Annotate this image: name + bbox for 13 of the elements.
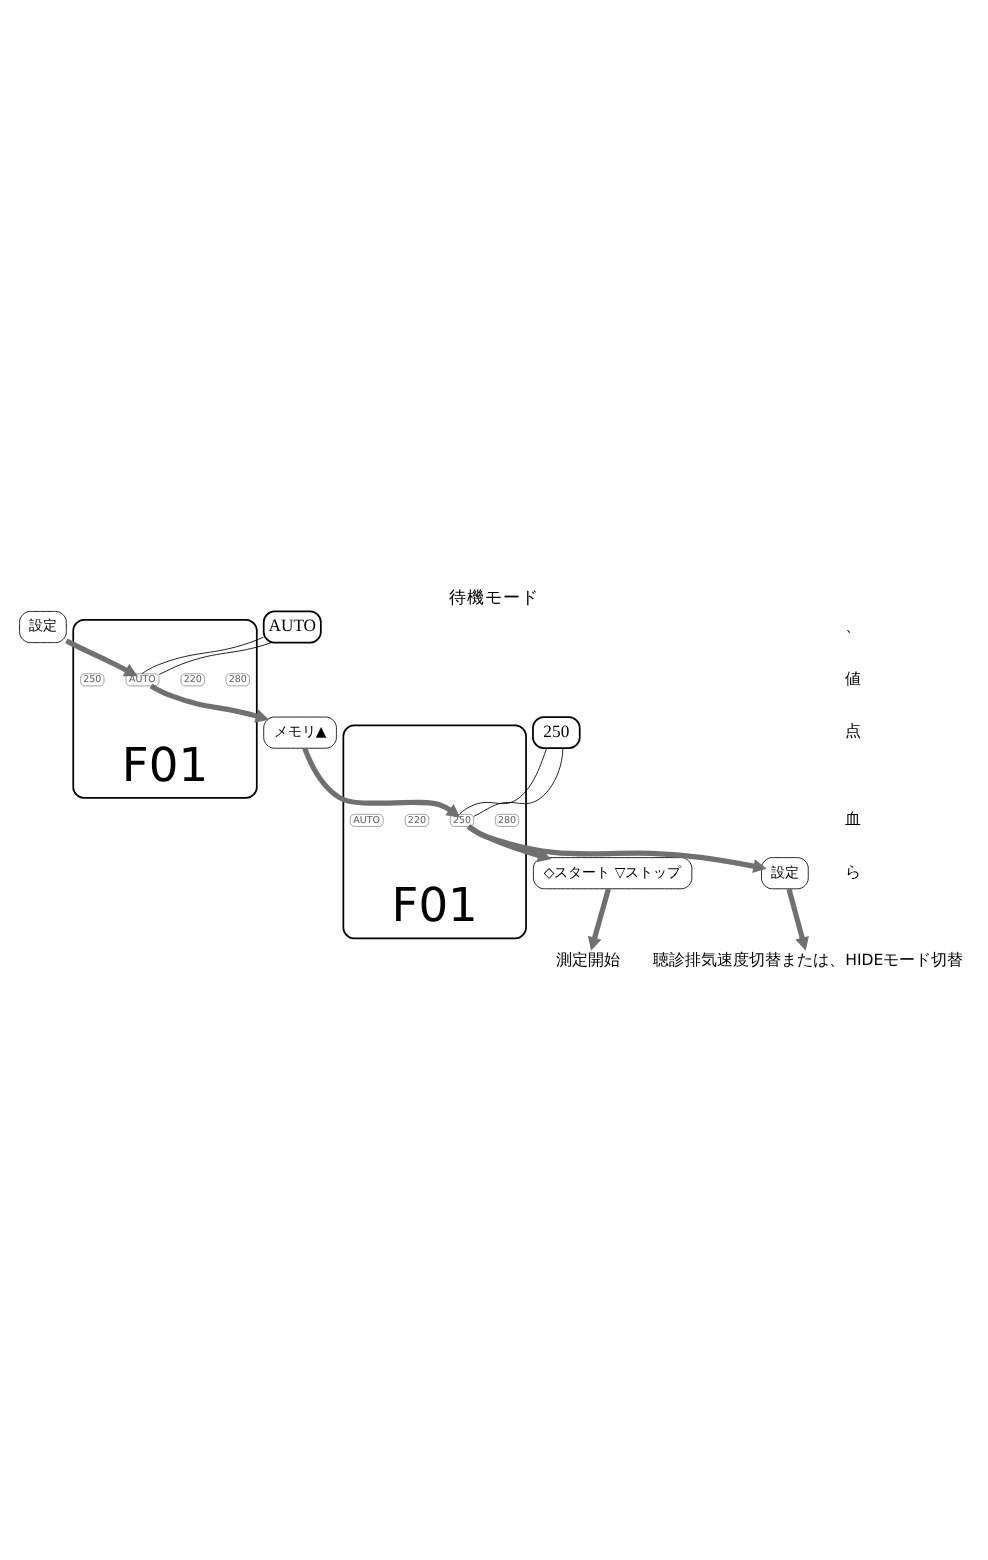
arrow <box>786 887 809 950</box>
diagram-title: 待機モード <box>449 587 539 608</box>
connector <box>141 635 264 674</box>
connector <box>473 746 564 816</box>
connector <box>158 641 272 674</box>
arrow <box>467 823 552 862</box>
arrow <box>149 682 269 722</box>
node-box: 250 <box>532 715 581 749</box>
connector <box>459 746 548 814</box>
arrow <box>587 887 611 950</box>
arrow <box>302 746 461 817</box>
node-box: AUTO <box>262 609 322 643</box>
arrow <box>466 823 767 873</box>
